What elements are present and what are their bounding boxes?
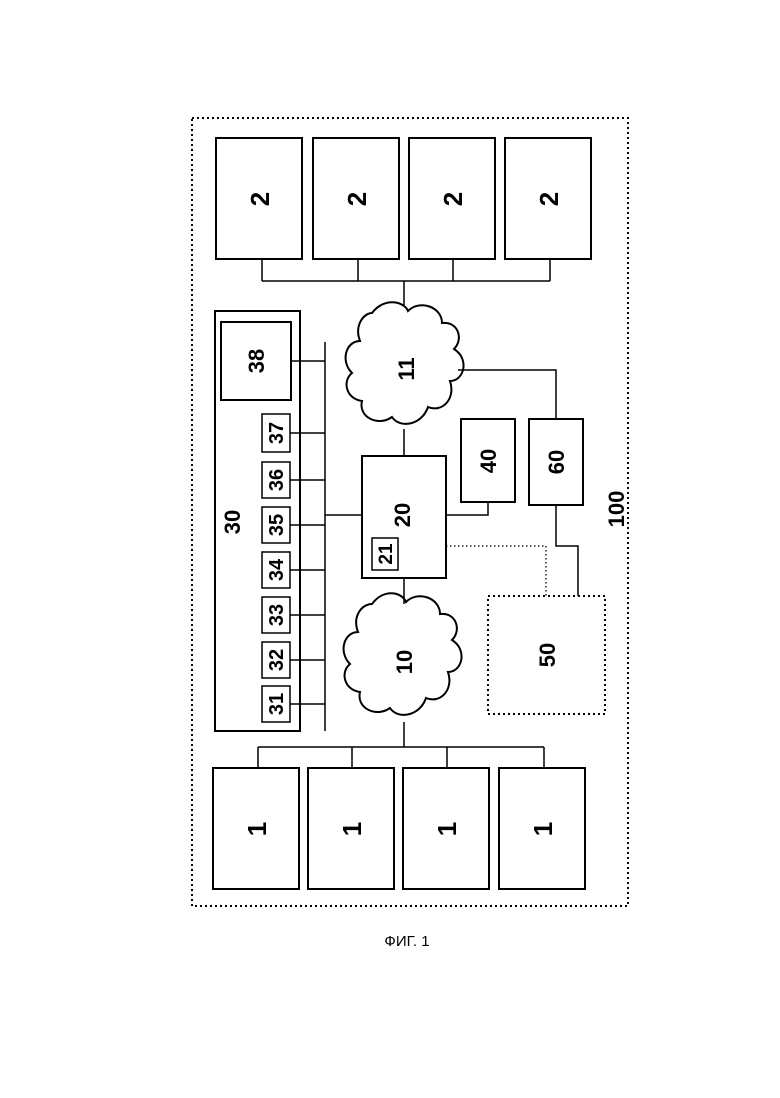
terminal-label: 2 bbox=[534, 192, 564, 206]
storage-main-label: 38 bbox=[244, 349, 269, 373]
figure-caption: ФИГ. 1 bbox=[384, 933, 429, 950]
terminal-label: 2 bbox=[438, 192, 468, 206]
terminal-label: 1 bbox=[528, 822, 558, 836]
unit-label-40: 40 bbox=[476, 449, 501, 473]
link-server-50 bbox=[446, 546, 546, 596]
storage-label: 30 bbox=[220, 510, 245, 534]
system-label: 100 bbox=[604, 491, 629, 528]
storage-module-label: 31 bbox=[266, 693, 288, 715]
storage-module-label: 32 bbox=[266, 649, 288, 671]
terminal-group-2: 2 2 2 2 bbox=[216, 138, 591, 259]
terminal-label: 2 bbox=[245, 192, 275, 206]
link-network11-60 bbox=[458, 370, 556, 419]
bus-terminals-2 bbox=[262, 259, 550, 305]
storage-module-label: 33 bbox=[266, 604, 288, 626]
terminal-group-1: 1 1 1 1 bbox=[213, 768, 585, 889]
network-label-11: 11 bbox=[394, 357, 419, 380]
storage-module-label: 35 bbox=[266, 514, 288, 536]
storage-module-label: 36 bbox=[266, 469, 288, 491]
terminal-label: 2 bbox=[342, 192, 372, 206]
unit-label-60: 60 bbox=[544, 450, 569, 474]
server-module-label: 21 bbox=[376, 543, 397, 565]
terminal-label: 1 bbox=[242, 822, 272, 836]
unit-label-50: 50 bbox=[535, 643, 560, 667]
storage-module-label: 37 bbox=[266, 422, 288, 444]
server-label: 20 bbox=[390, 503, 415, 527]
storage-module-label: 34 bbox=[266, 558, 288, 581]
terminal-label: 1 bbox=[432, 822, 462, 836]
link-server-40 bbox=[446, 502, 488, 515]
terminal-label: 1 bbox=[337, 822, 367, 836]
link-60-50 bbox=[556, 505, 578, 596]
network-label-10: 10 bbox=[392, 650, 417, 674]
